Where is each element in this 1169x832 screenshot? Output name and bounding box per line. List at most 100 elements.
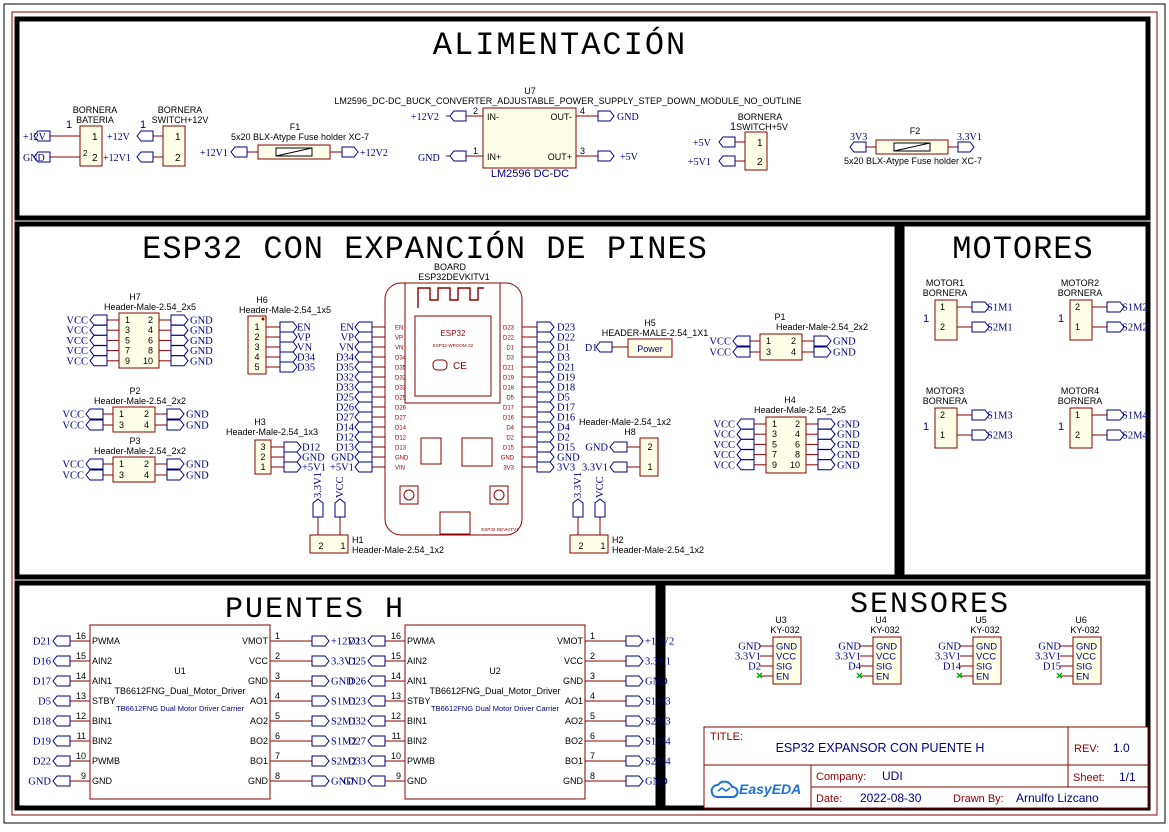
h7-left-net-flag	[89, 314, 108, 326]
h4-left-net-flag	[736, 459, 755, 471]
u7-name: LM2596 DC-DC	[491, 168, 569, 180]
driver-left-net-label: D5	[38, 697, 51, 708]
driver-left-pin-num: 16	[76, 631, 86, 641]
driver-left-net-label: D13	[348, 637, 366, 648]
driver-desc: TB6612FNG Dual Motor Driver Carrier	[431, 704, 559, 713]
u7-pin3: 3	[580, 146, 585, 156]
driver-left-net-flag	[52, 775, 71, 787]
driver-right-pin-num: 2	[590, 651, 595, 661]
esp-left-net-flag	[354, 391, 373, 403]
esp-left-net-label: D26	[336, 403, 354, 414]
esp-left-net-flag	[354, 411, 373, 423]
esp-left-net-label: D35	[336, 363, 354, 374]
esp-left-net-flag	[354, 341, 373, 353]
f2-flags	[849, 141, 975, 153]
driver-left-pin-num: 15	[391, 651, 401, 661]
sw12-sub: SWITCH+12V	[152, 115, 209, 125]
driver-left-pin-name: AIN2	[407, 656, 427, 666]
h4-left-net-label: VCC	[713, 440, 735, 451]
esp-left-net-label: EN	[340, 323, 354, 334]
f1-flags	[230, 146, 359, 158]
inner-border	[11, 11, 1158, 816]
f2-desc: 5x20 BLX-Atype Fuse holder XC-7	[844, 156, 982, 166]
driver-left-pin-name: PWMA	[92, 636, 120, 646]
h4-left-net-label: VCC	[713, 420, 735, 431]
usb-port	[439, 511, 471, 535]
p2-pin-left: 1	[119, 409, 124, 419]
u7-net-tr: GND	[617, 112, 639, 123]
h8-net-flag	[609, 461, 628, 473]
h7-right-net-label: GND	[190, 346, 213, 357]
no-connect-icon	[856, 672, 863, 679]
bateria-net2: GND	[23, 153, 45, 164]
h7-pin-right: 4	[148, 325, 153, 335]
f1-desc: 5x20 BLX-Atype Fuse holder XC-7	[231, 132, 369, 142]
esp-left-net-label: +5V1	[330, 463, 354, 474]
h5-desc: HEADER-MALE-2.54_1X1	[602, 328, 709, 338]
h1-pin: 1	[340, 541, 345, 551]
u7-in-plus: IN+	[487, 152, 501, 162]
h7-right-net-flag	[170, 355, 189, 367]
motor-net-label: S1M1	[987, 303, 1013, 314]
h1-net-label: VCC	[335, 476, 346, 498]
driver-left-net-label: D33	[348, 757, 366, 768]
titleblock-frame	[703, 726, 1149, 809]
driver-right-pin-name: AO2	[565, 716, 583, 726]
driver-right-pin-num: 8	[590, 771, 595, 781]
h7-left-net-label: VCC	[66, 326, 88, 337]
driver-left-pin-num: 12	[76, 711, 86, 721]
driver-left-net-flag	[52, 635, 71, 647]
module-sub: ESP32-WROOM-32	[433, 343, 474, 348]
motor-pin1-mark: 1	[1058, 313, 1064, 325]
motor-title: MOTOR2	[1061, 278, 1099, 288]
h7-left-net-flag	[89, 324, 108, 336]
sw5-pin-b: 2	[757, 157, 763, 168]
esp-left-net-flag	[354, 371, 373, 383]
driver-right-net-label: +12V2	[645, 637, 674, 648]
driver-left-pin-num: 9	[396, 771, 401, 781]
h3-net-flag	[283, 451, 302, 463]
esp-left-pin-label: D13	[395, 446, 407, 452]
driver-right-pin-name: BO1	[565, 756, 583, 766]
sensor-ref: U6	[1075, 615, 1087, 625]
driver-left-net-flag	[367, 775, 386, 787]
u7-ref: U7	[524, 86, 536, 96]
driver-left-net-flag	[367, 715, 386, 727]
sensor-pin: SIG	[1076, 662, 1092, 673]
h4-right-net-label: GND	[837, 430, 860, 441]
driver-right-net-label: 3.3V1	[645, 657, 671, 668]
sw5-pin-a: 1	[757, 138, 763, 149]
h4-pin-left: 3	[772, 429, 777, 439]
h7-body	[118, 312, 160, 369]
fuse-f1: F1 5x20 BLX-Atype Fuse holder XC-7 +12V1…	[200, 122, 388, 160]
easyeda-logo-icon	[710, 780, 739, 798]
h4-ref: H4	[784, 395, 796, 405]
esp-left-pin-label: VIN	[395, 466, 405, 472]
h4-left-net-flag	[736, 449, 755, 461]
p3-ref: P3	[129, 436, 140, 446]
bateria-sub: BATERIA	[76, 115, 114, 125]
p3-body	[112, 456, 156, 483]
sensor-part: KY-032	[770, 625, 799, 635]
driver-left-pin-num: 11	[392, 731, 401, 741]
header-h4: H4 Header-Male-2.54_2x5	[754, 395, 846, 474]
p2-right-net-label: GND	[186, 421, 209, 432]
driver-right-net-label: GND	[645, 677, 668, 688]
no-connect-icon	[756, 672, 763, 679]
esp-right-pin-label: GND	[501, 456, 515, 462]
esp-right-net-label: D1	[557, 343, 570, 354]
motor-pin: 2	[1075, 302, 1080, 312]
p2-left-net-flag	[85, 408, 104, 420]
sw12-pin1-mark: 1	[140, 119, 146, 131]
esp-left-net-flag	[354, 421, 373, 433]
driver-left-net-flag	[52, 755, 71, 767]
p1-pin-right: 2	[791, 336, 796, 346]
driver-left-net-flag	[367, 695, 386, 707]
driver-right-pin-num: 8	[275, 771, 280, 781]
u7-body	[482, 107, 577, 169]
sensor-body	[772, 636, 802, 685]
h6-net-label: EN	[297, 323, 311, 334]
motor-sub: BORNERA	[1058, 288, 1103, 298]
h4-pin-right: 4	[795, 429, 800, 439]
esp-right-net-label: D23	[557, 323, 575, 334]
